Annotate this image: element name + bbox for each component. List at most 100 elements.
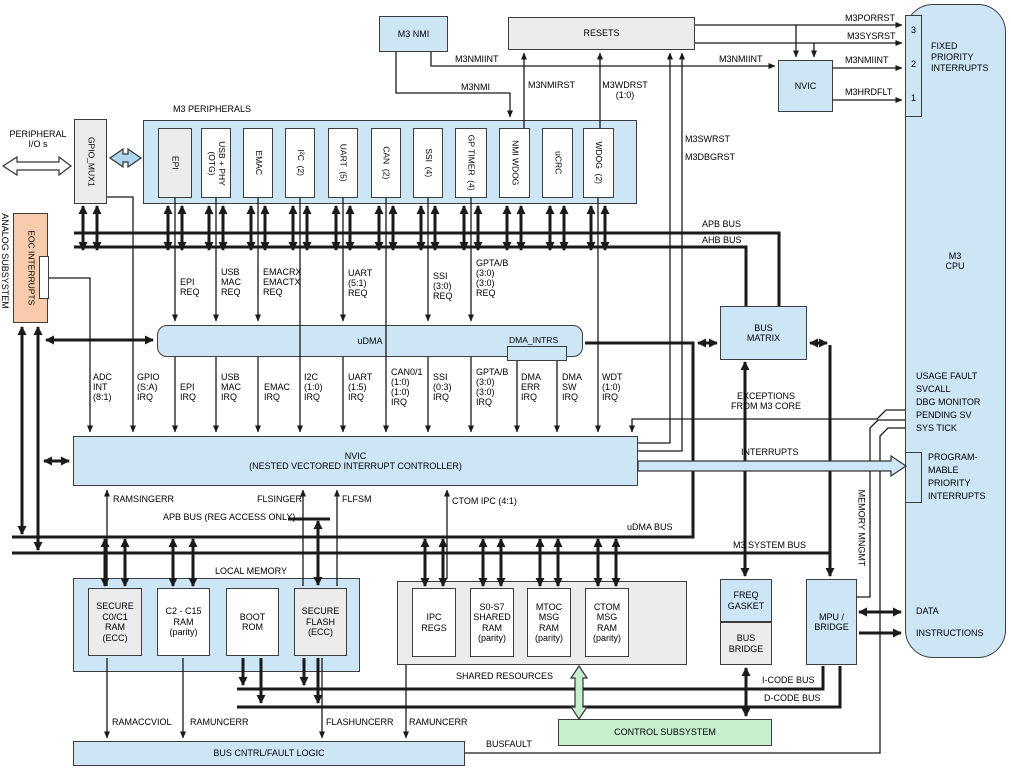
uart-irq-label: UART (1:5) IRQ <box>348 372 373 402</box>
epi-irq-label: EPI IRQ <box>180 382 197 402</box>
peripheral-can-label: CAN (2) <box>381 146 392 180</box>
nvic-small-label: NVIC <box>794 80 817 91</box>
wdt-irq-label: WDT (1:0) IRQ <box>602 372 623 402</box>
flsinger-label: FLSINGER <box>257 494 303 504</box>
analog-subsystem-label: ANALOG SUBSYSTEM <box>0 213 10 309</box>
control-subsystem-block: CONTROL SUBSYSTEM <box>558 719 772 746</box>
flashuncerr-label: FLASHUNCERR <box>326 717 394 727</box>
ipc-regs: IPC REGS <box>412 588 456 657</box>
c2-c15-ram: C2 - C15 RAM (parity) <box>157 588 210 656</box>
m3nmiint-b-label: M3NMIINT <box>719 54 763 64</box>
peripheral-ios-label: PERIPHERAL I/O s <box>9 129 67 149</box>
ctom-ipc-label: CTOM IPC (4:1) <box>452 496 517 506</box>
ctom-msg-ram: CTOM MSG RAM (parity) <box>585 588 629 657</box>
eoc-interrupts-label: EOC INTERRUPTS <box>26 230 37 306</box>
peripheral-epi-label: EPI <box>170 156 181 170</box>
peripheral-gp-timer: GP TIMER (4) <box>455 128 487 198</box>
m3wdrst-label: M3WDRST (1:0) <box>602 80 648 100</box>
fixed-priority-label: FIXED PRIORITY INTERRUPTS <box>931 41 989 73</box>
peripheral-wdog: WDOG (2) <box>583 128 614 198</box>
mtoc-msg-ram-label: MTOC MSG RAM (parity) <box>534 601 563 644</box>
mpu-bridge-label: MPU / BRIDGE <box>814 611 849 633</box>
udma-bus-label: uDMA BUS <box>627 522 673 532</box>
shared-resources-label: SHARED RESOURCES <box>456 671 554 681</box>
peripheral-wdog-label: WDOG (2) <box>594 141 605 185</box>
peripheral-usb-phy: USB + PHY (OTG) <box>201 128 231 198</box>
fixed-priority-port <box>905 15 922 117</box>
bus-matrix-label: BUS MATRIX <box>746 322 781 344</box>
ramuncerr1-label: RAMUNCERR <box>190 717 249 727</box>
dma-intrs-label: DMA_INTRS <box>509 335 559 345</box>
interrupts-arrow <box>637 454 908 478</box>
peripheral-nmi-wdog: NMI WDOG <box>499 128 530 198</box>
m3-nmi-label: M3 NMI <box>397 28 430 39</box>
adc-int-label: ADC INT (8:1) <box>93 372 113 402</box>
emac-irq-label: EMAC IRQ <box>264 382 291 402</box>
boot-rom: BOOT ROM <box>226 588 279 656</box>
peripheral-i2c-label: I²C (2) <box>295 149 306 177</box>
nvic-block: NVIC (NESTED VECTORED INTERRUPT CONTROLL… <box>73 436 638 486</box>
m3nmiint-right-label: M3NMIINT <box>845 55 889 65</box>
dma-err-irq-label: DMA ERR IRQ <box>521 372 541 402</box>
fixed-priority-1: 1 <box>910 93 916 103</box>
interrupts-label: INTERRUPTS <box>741 447 799 457</box>
nvic-label: NVIC (NESTED VECTORED INTERRUPT CONTROLL… <box>249 450 462 472</box>
usb-mac-irq-label: USB MAC IRQ <box>221 372 241 402</box>
cpu-exception-list: USAGE FAULT SVCALL DBG MONITOR PENDING S… <box>916 371 981 433</box>
peripheral-nmi-wdog-label: NMI WDOG <box>510 140 521 186</box>
udma-label: uDMA <box>357 335 383 346</box>
peripheral-epi: EPI <box>158 128 192 198</box>
m3-cpu-label: M3 CPU <box>945 251 965 271</box>
peripheral-uart-label: UART (5) <box>338 144 349 182</box>
control-subsystem-label: CONTROL SUBSYSTEM <box>614 727 716 738</box>
boot-rom-label: BOOT ROM <box>239 611 266 633</box>
bus-bridge-block: BUS BRIDGE <box>720 622 772 665</box>
apb-reg-access-label: APB BUS (REG ACCESS ONLY) <box>163 512 296 522</box>
ssi-req-label: SSI (3:0) REQ <box>433 271 453 301</box>
m3swrst-label: M3SWRST <box>685 134 730 144</box>
i2c-irq-label: I2C (1:0) IRQ <box>304 372 323 402</box>
peripheral-i2c: I²C (2) <box>285 128 315 198</box>
fixed-priority-2: 2 <box>910 59 916 69</box>
ipc-regs-label: IPC REGS <box>421 612 447 633</box>
eoc-port <box>39 256 49 299</box>
peripheral-uart: UART (5) <box>328 128 358 198</box>
ramsingerr-label: RAMSINGERR <box>113 494 175 504</box>
gpio-mux-arrow <box>108 147 143 169</box>
bus-cntrl-fault-logic-block: BUS CNTRL/FAULT LOGIC <box>73 741 465 766</box>
data-label: DATA <box>916 606 939 616</box>
dcode-bus-label: D-CODE BUS <box>764 693 821 703</box>
c2-c15-ram-label: C2 - C15 RAM (parity) <box>165 606 202 638</box>
freq-gasket-label: FREQ GASKET <box>727 590 765 611</box>
m3sysrst-label: M3SYSRST <box>847 31 896 41</box>
m3nmiint-a-label: M3NMIINT <box>455 54 499 64</box>
instructions-label: INSTRUCTIONS <box>916 628 984 638</box>
m3nmi-label: M3NMI <box>461 82 490 92</box>
peripheral-ssi-label: SSI (4) <box>423 148 434 178</box>
ramuncerr2-label: RAMUNCERR <box>409 717 468 727</box>
peripheral-ucrc: uCRC <box>542 128 573 198</box>
dma-intrs-box <box>507 346 567 361</box>
bus-cntrl-fault-logic-label: BUS CNTRL/FAULT LOGIC <box>213 748 325 759</box>
peripheral-gp-timer-label: GP TIMER (4) <box>466 135 477 191</box>
ssi-irq-label: SSI (0:3) IRQ <box>433 372 452 402</box>
m3-nmi-block: M3 NMI <box>379 16 448 52</box>
secure-flash-label: SECURE FLASH (ECC) <box>301 606 340 638</box>
m3-peripherals-title: M3 PERIPHERALS <box>173 104 252 114</box>
gpta-irq-label: GPTA/B (3:0) (3:0) IRQ <box>476 367 509 407</box>
peripheral-io-arrow <box>1 155 72 177</box>
dma-sw-irq-label: DMA SW IRQ <box>562 372 582 402</box>
m3porrst-label: M3PORRST <box>845 13 896 23</box>
programmable-priority-label: PROGRAM- MABLE PRIORITY INTERRUPTS <box>928 452 986 501</box>
m3hrdflt-label: M3HRDFLT <box>845 87 893 97</box>
secure-c0c1-ram: SECURE C0/C1 RAM (ECC) <box>88 588 142 656</box>
emac-req-label: EMACRX EMACTX REQ <box>263 267 302 297</box>
peripheral-emac-label: EMAC <box>253 150 264 176</box>
gpio-mux1-label: GPIO_MUX1 <box>86 136 97 187</box>
mtoc-msg-ram: MTOC MSG RAM (parity) <box>527 588 571 657</box>
gpta-req-label: GPTA/B (3:0) (3:0) REQ <box>476 258 509 298</box>
peripheral-ssi: SSI (4) <box>413 128 443 198</box>
secure-flash: SECURE FLASH (ECC) <box>294 588 347 656</box>
gpio-irq-label: GPIO (S:A) IRQ <box>137 372 160 402</box>
